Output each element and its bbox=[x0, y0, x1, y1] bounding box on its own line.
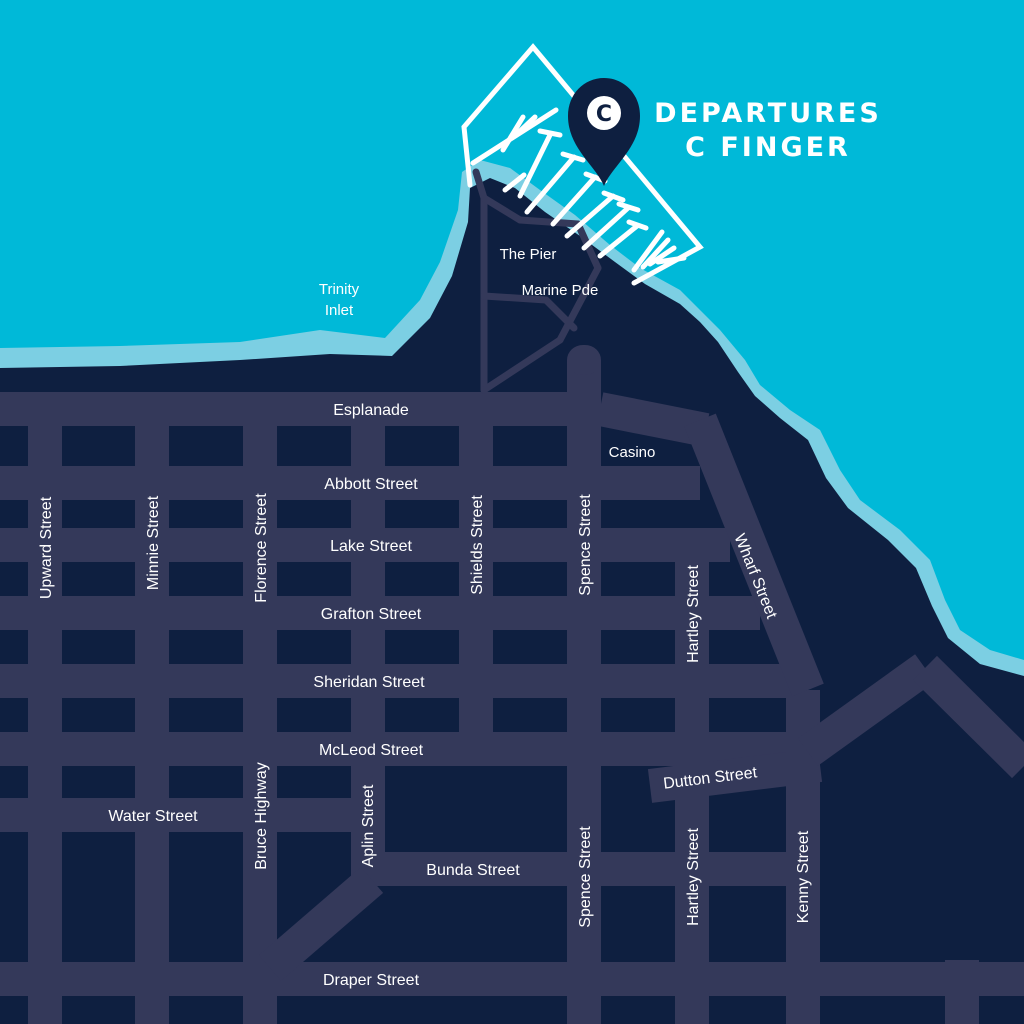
c-finger-title: C FINGER bbox=[685, 132, 851, 163]
street-label-bunda: Bunda Street bbox=[426, 862, 520, 879]
departures-title: DEPARTURES bbox=[654, 98, 882, 129]
casino-label: Casino bbox=[609, 444, 656, 461]
road-spence-pier-stub bbox=[567, 345, 601, 375]
street-label-lake: Lake Street bbox=[330, 538, 412, 555]
road-bruce-diagonal bbox=[258, 867, 384, 981]
street-label-florence: Florence Street bbox=[253, 493, 270, 603]
street-label-hartley-south: Hartley Street bbox=[685, 828, 702, 926]
pier-roads bbox=[472, 168, 602, 394]
street-label-bruce: Bruce Highway bbox=[253, 762, 270, 870]
trinity-inlet-label-2: Inlet bbox=[325, 302, 354, 319]
map-pin-icon[interactable]: C bbox=[568, 78, 640, 186]
street-label-mcleod: McLeod Street bbox=[319, 742, 424, 759]
street-label-esplanade: Esplanade bbox=[333, 402, 409, 419]
street-label-hartley-north: Hartley Street bbox=[685, 565, 702, 663]
road-wharf bbox=[684, 413, 824, 697]
pin-letter: C bbox=[596, 102, 612, 127]
street-label-draper: Draper Street bbox=[323, 972, 420, 989]
street-label-grafton: Grafton Street bbox=[321, 606, 422, 623]
street-label-kenny: Kenny Street bbox=[795, 830, 812, 923]
road-east-diagonal-b bbox=[913, 655, 1024, 779]
street-label-minnie: Minnie Street bbox=[145, 495, 162, 590]
street-label-abbott: Abbott Street bbox=[324, 476, 418, 493]
street-label-upward: Upward Street bbox=[38, 496, 55, 599]
road-network bbox=[0, 360, 1024, 1024]
marina-jetty bbox=[461, 43, 704, 286]
trinity-inlet-label: Trinity bbox=[319, 281, 360, 298]
street-label-spence-south: Spence Street bbox=[577, 826, 594, 928]
street-label-aplin: Aplin Street bbox=[360, 784, 377, 867]
street-label-water: Water Street bbox=[108, 808, 198, 825]
the-pier-label: The Pier bbox=[500, 246, 557, 263]
marine-pde-label: Marine Pde bbox=[522, 282, 599, 299]
street-label-spence-north: Spence Street bbox=[577, 494, 594, 596]
street-label-sheridan: Sheridan Street bbox=[313, 674, 425, 691]
road-east-diagonal-a bbox=[798, 654, 935, 766]
street-label-shields: Shields Street bbox=[469, 495, 486, 595]
